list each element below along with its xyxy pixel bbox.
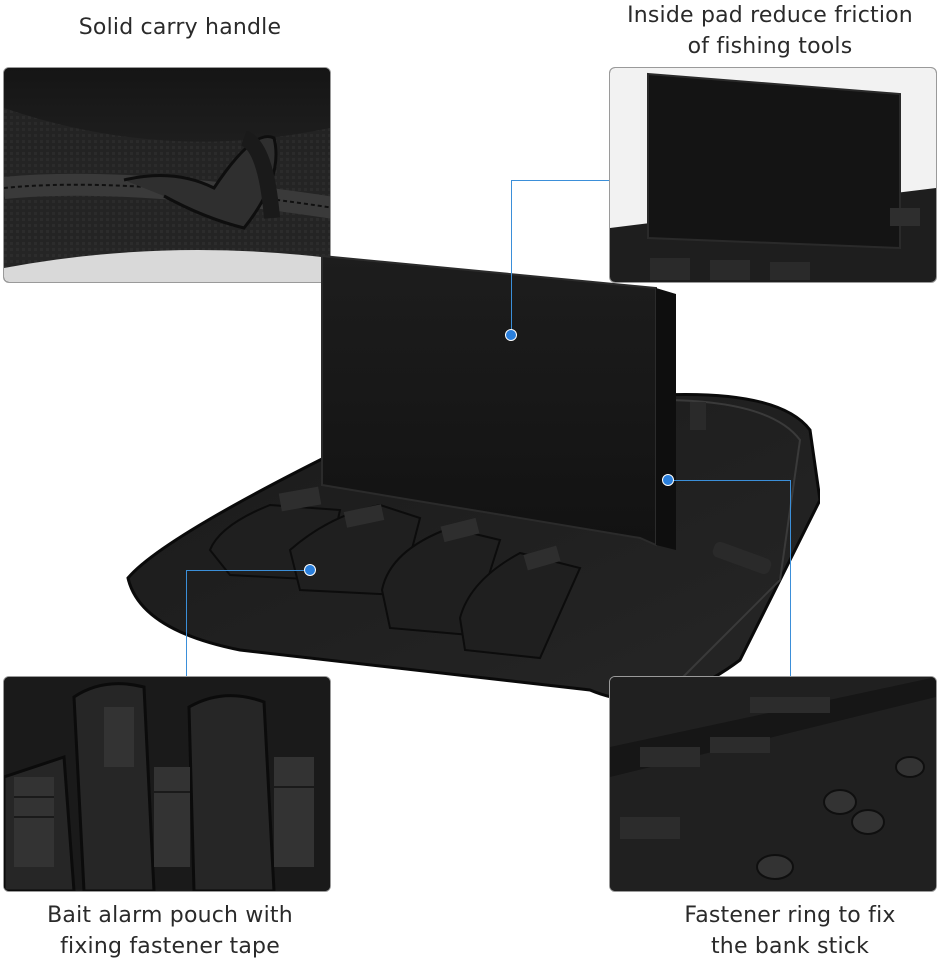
bait-alarm-pouch-illustration [4,677,330,891]
marker-dot-fastener-ring [662,474,674,486]
fishing-case-illustration [126,254,820,702]
caption-carry-handle: Solid carry handle [20,12,340,43]
detail-photo-fastener-ring [609,676,937,892]
leader-line-fastener-horizontal [668,480,790,481]
caption-inside-pad: Inside pad reduce friction of fishing to… [610,0,930,62]
marker-dot-bait-alarm [304,564,316,576]
fastener-ring-illustration [610,677,936,891]
leader-line-bait-alarm-vertical [186,570,187,676]
caption-bait-alarm-line2: fixing fastener tape [60,934,280,959]
carry-handle-illustration [4,68,330,282]
caption-carry-handle-text: Solid carry handle [78,15,282,40]
caption-fastener-ring-line1: Fastener ring to fix [684,903,896,928]
caption-fastener-ring: Fastener ring to fix the bank stick [630,900,939,962]
inside-pad-illustration [610,68,936,282]
marker-dot-inside-pad [505,329,517,341]
caption-fastener-ring-line2: the bank stick [710,934,870,959]
caption-inside-pad-line2: of fishing tools [687,34,853,59]
leader-line-inside-pad-vertical [511,180,512,335]
leader-line-fastener-vertical [790,480,791,676]
detail-photo-carry-handle [3,67,331,283]
caption-bait-alarm: Bait alarm pouch with fixing fastener ta… [10,900,330,962]
leader-line-bait-alarm-horizontal [186,570,310,571]
caption-inside-pad-line1: Inside pad reduce friction [627,3,913,28]
leader-line-inside-pad-horizontal [511,180,609,181]
product-photo-fishing-case [120,250,820,730]
detail-photo-inside-pad [609,67,937,283]
detail-photo-bait-alarm-pouch [3,676,331,892]
caption-bait-alarm-line1: Bait alarm pouch with [47,903,293,928]
